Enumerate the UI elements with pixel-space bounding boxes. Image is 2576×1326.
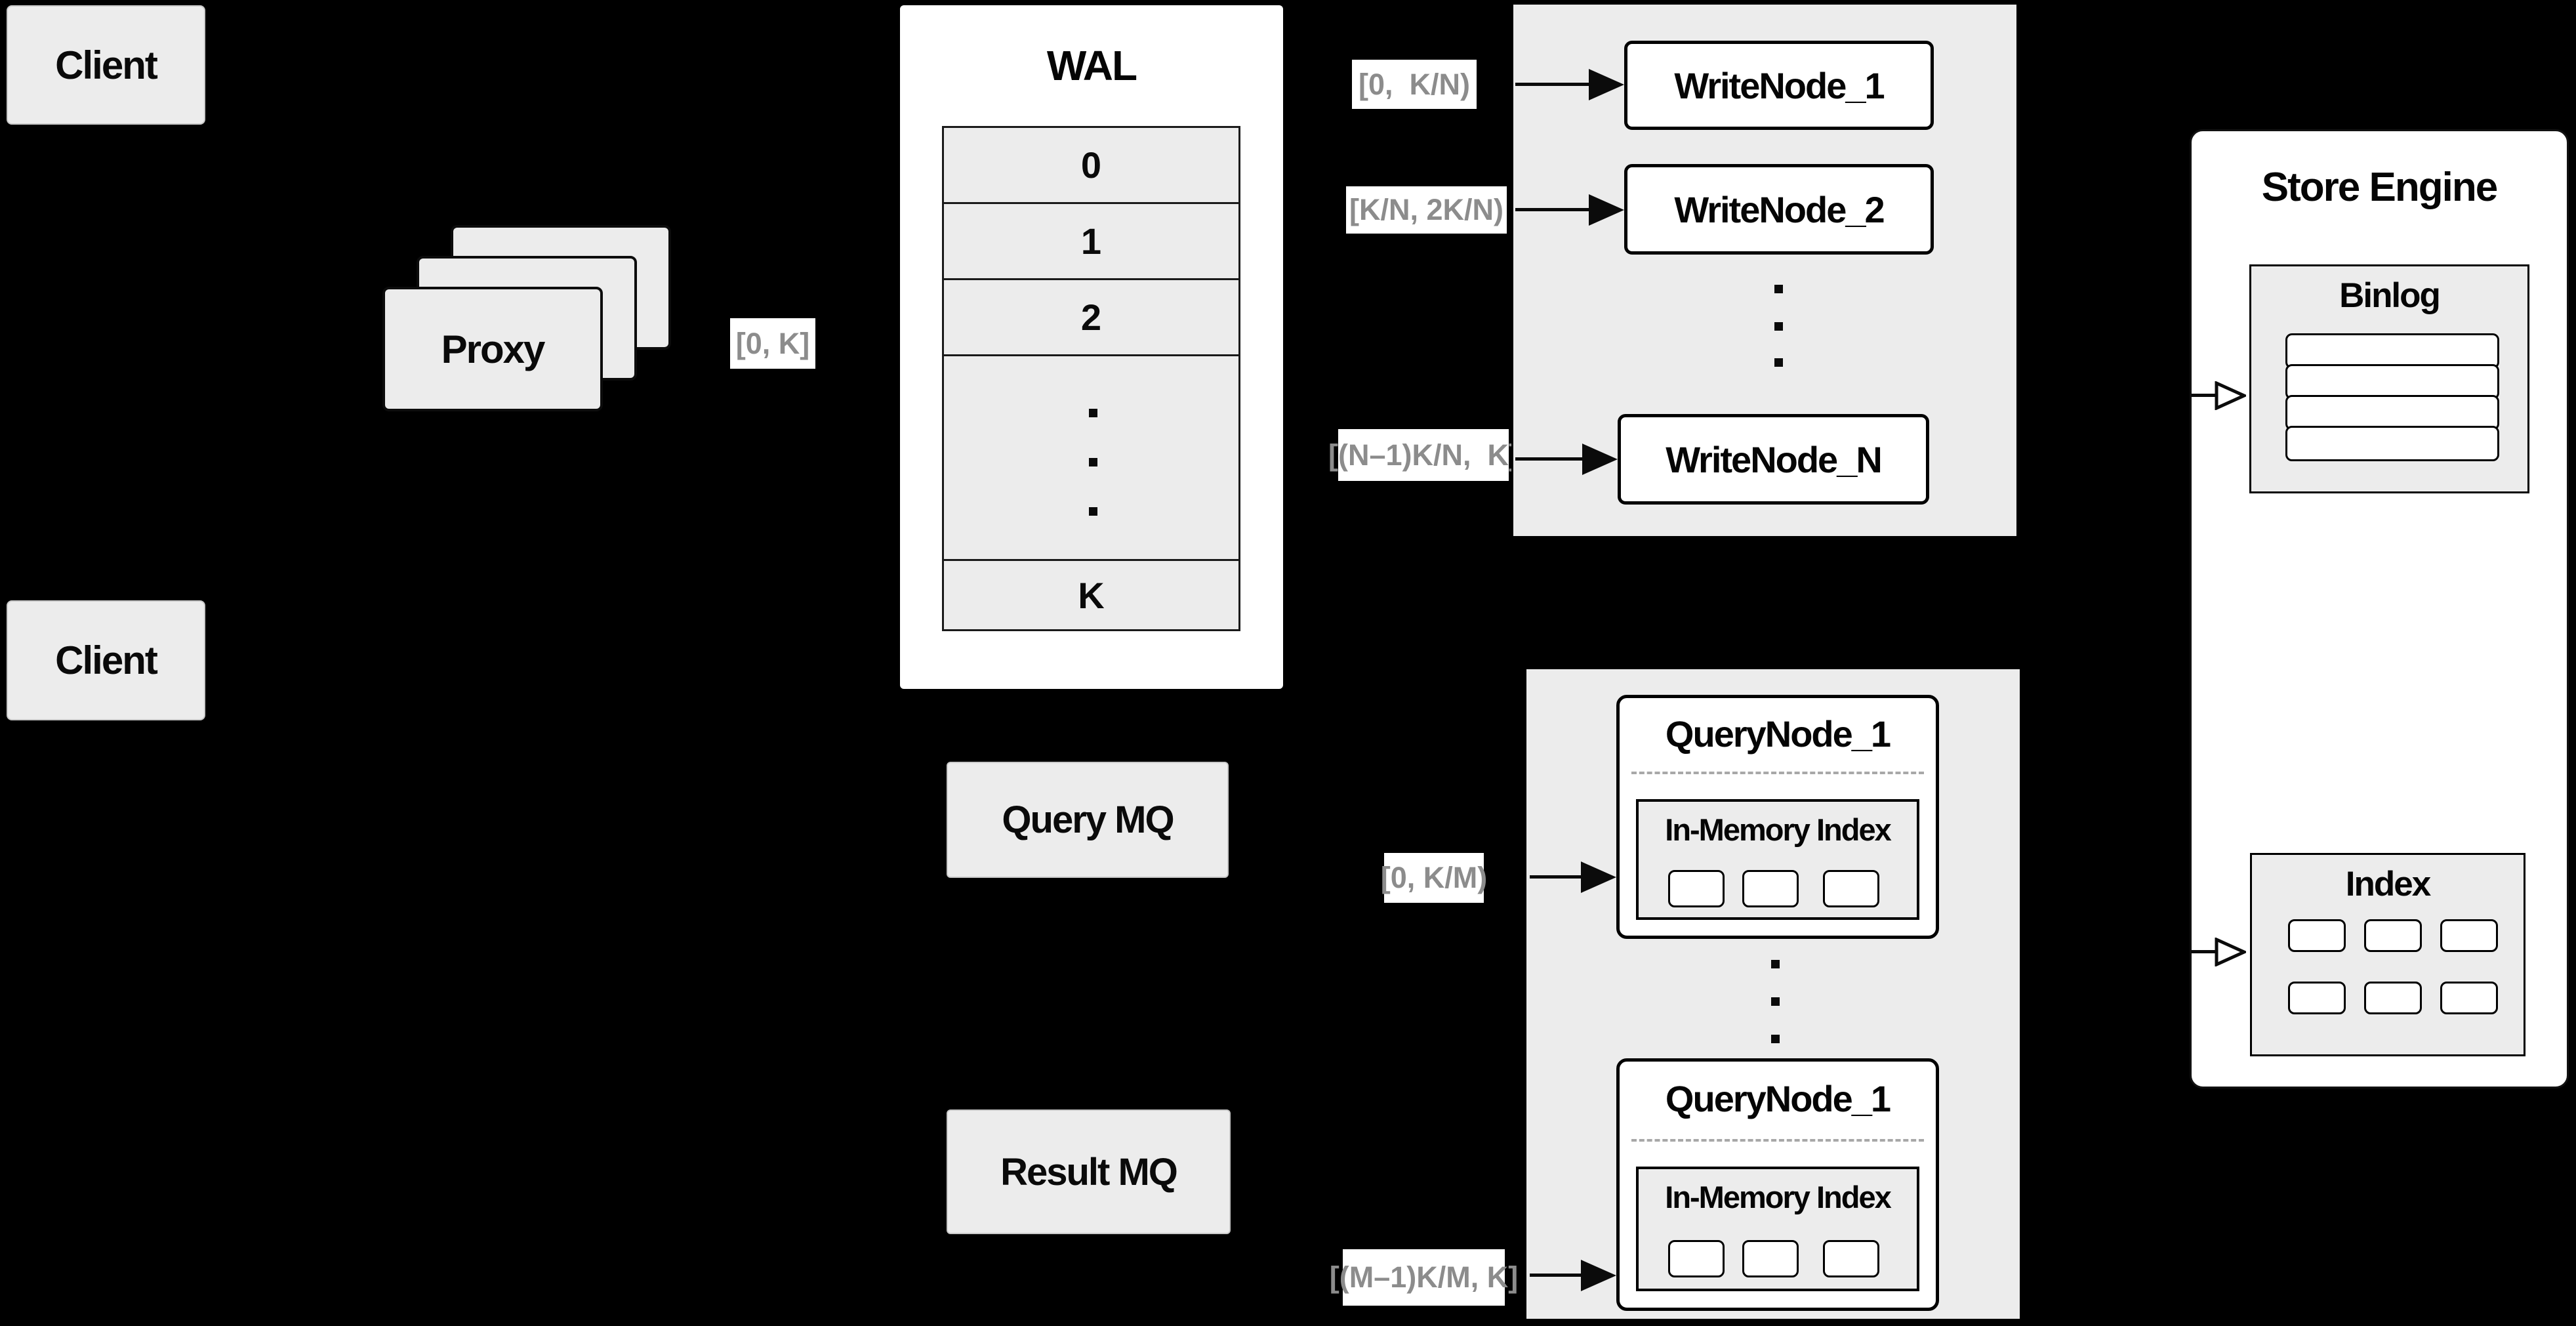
binlog-row: [2285, 426, 2499, 461]
binlog-row: [2285, 395, 2499, 430]
querynode-2-inmemory-box: In-Memory Index: [1636, 1167, 1919, 1291]
querynode-2-divider: [1631, 1139, 1924, 1142]
arrow-line-querynode-1: [1530, 875, 1585, 879]
vertical-ellipsis-dot: [1771, 1035, 1780, 1043]
index-cell: [2288, 982, 2346, 1014]
range-label-writenode-1: [0, K/N): [1352, 60, 1477, 109]
segment-cell: [1742, 1240, 1799, 1277]
open-arrow-line-index: [2191, 950, 2218, 953]
wal-segment-0: 0: [942, 126, 1240, 204]
querynode-2-inmemory-title: In-Memory Index: [1665, 1179, 1891, 1214]
writenode-1-box: WriteNode_1: [1624, 41, 1934, 130]
arrow-line-writenode-1: [1515, 83, 1589, 86]
querynode-1-box: QueryNode_1 In-Memory Index: [1616, 695, 1939, 939]
vertical-ellipsis-dot: [1089, 507, 1097, 516]
arrow-line-querynode-2: [1530, 1274, 1585, 1277]
range-label-proxy-wal: [0, K]: [730, 318, 815, 369]
writenode-2-box: WriteNode_2: [1624, 164, 1934, 255]
proxy-box-front: Proxy: [382, 287, 603, 411]
index-title: Index: [2345, 864, 2431, 903]
writenode-N-box: WriteNode_N: [1618, 414, 1929, 505]
segment-cell: [1823, 1240, 1879, 1277]
index-box: Index: [2250, 853, 2525, 1056]
proxy-label: Proxy: [441, 327, 546, 371]
wal-title: WAL: [1046, 42, 1137, 89]
result-mq-box: Result MQ: [947, 1109, 1231, 1234]
querynode-1-title: QueryNode_1: [1665, 713, 1891, 755]
arrow-head-writenode-1: [1589, 69, 1624, 100]
arrow-head-writenode-N: [1582, 444, 1618, 475]
wal-segment-2: 2: [942, 278, 1240, 356]
range-label-querynode-2: [(M–1)K/M, K]: [1330, 1249, 1518, 1306]
range-label-writenode-2: [K/N, 2K/N): [1346, 186, 1507, 234]
querynode-1-inmemory-box: In-Memory Index: [1636, 799, 1919, 920]
vertical-ellipsis-dot: [1771, 960, 1780, 968]
binlog-title: Binlog: [2339, 276, 2441, 315]
querynode-1-inmemory-title: In-Memory Index: [1665, 812, 1891, 847]
store-engine-title: Store Engine: [2261, 164, 2498, 210]
client-box-2: Client: [7, 600, 205, 720]
segment-cell: [1668, 870, 1725, 907]
arrow-line-writenode-N: [1515, 457, 1582, 461]
vertical-ellipsis-dot: [1089, 409, 1097, 417]
query-mq-box: Query MQ: [947, 762, 1229, 878]
wal-segment-1: 1: [942, 202, 1240, 280]
client-1-label: Client: [55, 43, 158, 87]
segment-cell: [1742, 870, 1799, 907]
querynode-2-title: QueryNode_1: [1665, 1077, 1891, 1119]
vertical-ellipsis-dot: [1774, 358, 1783, 367]
arrow-head-writenode-2: [1589, 194, 1624, 226]
segment-cell: [1823, 870, 1879, 907]
store-engine-panel: Store Engine Binlog Index: [2190, 129, 2569, 1088]
vertical-ellipsis-dot: [1771, 997, 1780, 1006]
open-arrow-line-binlog: [2191, 394, 2218, 397]
vertical-ellipsis-dot: [1774, 322, 1783, 331]
segment-cell: [1668, 1240, 1725, 1277]
querynode-1-divider: [1631, 772, 1924, 774]
vertical-ellipsis-dot: [1774, 285, 1783, 293]
binlog-box: Binlog: [2249, 264, 2529, 493]
querynode-2-box: QueryNode_1 In-Memory Index: [1616, 1058, 1939, 1311]
wal-segment-K: K: [942, 559, 1240, 631]
open-arrow-head-binlog: [2215, 381, 2246, 410]
index-cell: [2288, 919, 2346, 952]
binlog-row: [2285, 333, 2499, 369]
wal-segment-ellipsis: [942, 354, 1240, 561]
range-label-querynode-1: [0, K/M): [1381, 853, 1487, 903]
arrow-head-querynode-1: [1581, 861, 1616, 893]
client-2-label: Client: [55, 638, 158, 682]
wal-panel: WAL 0 1 2 K: [900, 5, 1283, 689]
range-label-writenode-N: [(N–1)K/N, K]: [1328, 429, 1519, 481]
binlog-row: [2285, 364, 2499, 400]
arrow-line-writenode-2: [1515, 208, 1589, 211]
open-arrow-head-index: [2215, 938, 2246, 966]
client-box-1: Client: [7, 5, 205, 125]
vertical-ellipsis-dot: [1089, 458, 1097, 466]
index-cell: [2440, 919, 2498, 952]
index-cell: [2364, 982, 2422, 1014]
index-cell: [2364, 919, 2422, 952]
index-cell: [2440, 982, 2498, 1014]
arrow-head-querynode-2: [1581, 1260, 1616, 1291]
